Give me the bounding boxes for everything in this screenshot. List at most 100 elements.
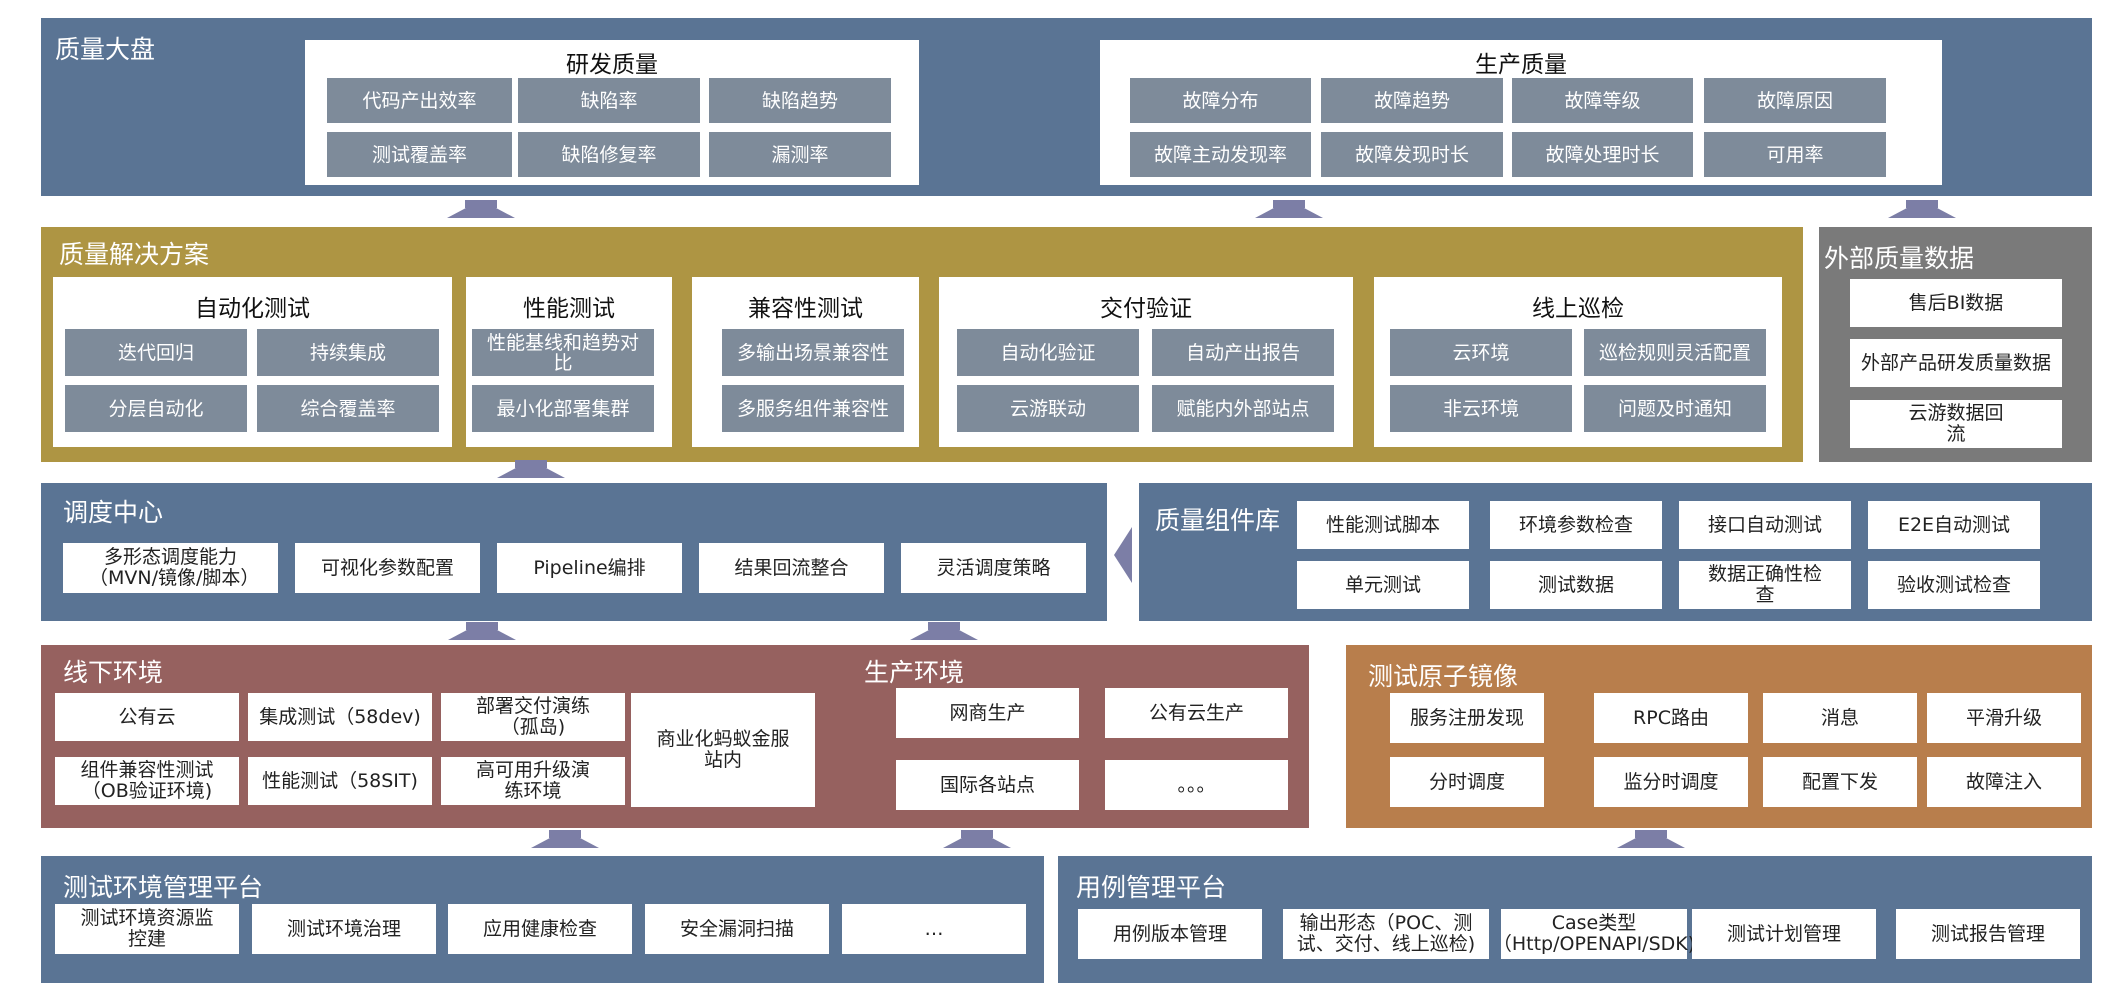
- auto-item-coverage: 综合覆盖率: [257, 385, 439, 432]
- test-env-management-panel: 测试环境管理平台 测试环境资源监控建 测试环境治理 应用健康检查 安全漏洞扫描 …: [41, 856, 1044, 983]
- quality-dashboard-panel: 质量大盘 研发质量 代码产出效率 缺陷率 缺陷趋势 测试覆盖率 缺陷修复率 漏测…: [41, 18, 2092, 196]
- prod-quality-title: 生产质量: [1475, 52, 1567, 78]
- prod-quality-box: 生产质量 故障分布 故障趋势 故障等级 故障原因 故障主动发现率 故障发现时长 …: [1100, 40, 1942, 185]
- arrow-up-icon: [448, 622, 516, 640]
- scheduler-center-title: 调度中心: [63, 498, 164, 527]
- component-item-data-correctness: 数据正确性检查: [1679, 561, 1851, 609]
- rd-item-miss-rate: 漏测率: [709, 132, 891, 177]
- arrow-up-icon: [1255, 200, 1323, 218]
- compatibility-test-title: 兼容性测试: [748, 296, 863, 322]
- quality-solutions-panel: 质量解决方案 自动化测试 迭代回归 持续集成 分层自动化 综合覆盖率 性能测试 …: [41, 227, 1803, 462]
- case-item-test-report: 测试报告管理: [1896, 909, 2080, 959]
- external-quality-data-title: 外部质量数据: [1824, 244, 1975, 273]
- atomic-item-smooth-upgrade: 平滑升级: [1927, 693, 2081, 743]
- case-management-panel: 用例管理平台 用例版本管理 输出形态（POC、测试、交付、线上巡检) Case类…: [1058, 856, 2092, 983]
- quality-dashboard-title: 质量大盘: [55, 35, 156, 64]
- rd-quality-box: 研发质量 代码产出效率 缺陷率 缺陷趋势 测试覆盖率 缺陷修复率 漏测率: [305, 40, 919, 185]
- arrow-up-icon: [943, 830, 1011, 848]
- scheduler-center-panel: 调度中心 多形态调度能力（MVN/镜像/脚本） 可视化参数配置 Pipeline…: [41, 483, 1107, 621]
- component-item-e2e-auto-test: E2E自动测试: [1868, 501, 2040, 549]
- test-env-management-title: 测试环境管理平台: [63, 873, 264, 902]
- case-management-title: 用例管理平台: [1076, 873, 1227, 902]
- compat-item-multi-service: 多服务组件兼容性: [722, 385, 904, 432]
- offline-item-ha-upgrade: 高可用升级演练环境: [441, 757, 625, 805]
- delivery-item-cloud-linkage: 云游联动: [957, 385, 1139, 432]
- perf-item-minimal-cluster: 最小化部署集群: [472, 385, 654, 432]
- compatibility-test-box: 兼容性测试 多输出场景兼容性 多服务组件兼容性: [692, 277, 919, 447]
- production-environment-title: 生产环境: [864, 658, 965, 687]
- online-inspection-title: 线上巡检: [1532, 296, 1624, 322]
- offline-environment-panel: 线下环境 公有云 集成测试（58dev) 部署交付演练（孤岛) 商业化蚂蚁金服站…: [41, 645, 874, 828]
- envmgmt-item-resource-monitor: 测试环境资源监控建: [55, 904, 239, 954]
- rd-item-defect-fix-rate: 缺陷修复率: [518, 132, 700, 177]
- prod-item-fault-trend: 故障趋势: [1321, 78, 1503, 123]
- prod-item-availability: 可用率: [1704, 132, 1886, 177]
- online-item-flexible-rules: 巡检规则灵活配置: [1584, 329, 1766, 376]
- component-item-test-data: 测试数据: [1490, 561, 1662, 609]
- arrow-up-icon: [1617, 830, 1685, 848]
- offline-item-deploy-rehearsal: 部署交付演练（孤岛): [441, 693, 625, 741]
- quality-component-library-title: 质量组件库: [1155, 506, 1281, 535]
- atomic-item-fault-injection: 故障注入: [1927, 757, 2081, 807]
- production-item-international: 国际各站点: [896, 760, 1079, 810]
- arrow-up-icon: [447, 200, 515, 218]
- prod-item-fault-level: 故障等级: [1512, 78, 1693, 123]
- rd-item-defect-trend: 缺陷趋势: [709, 78, 891, 123]
- scheduler-item-result-backflow: 结果回流整合: [699, 543, 884, 593]
- delivery-item-auto-report: 自动产出报告: [1152, 329, 1334, 376]
- online-item-non-cloud-env: 非云环境: [1390, 385, 1572, 432]
- rd-item-code-efficiency: 代码产出效率: [327, 78, 512, 123]
- test-atomic-image-title: 测试原子镜像: [1368, 662, 1519, 691]
- production-environment-panel: 生产环境 网商生产 公有云生产 国际各站点 。。。: [860, 645, 1309, 828]
- case-item-output-form: 输出形态（POC、测试、交付、线上巡检): [1283, 909, 1489, 959]
- arrow-up-icon: [1888, 200, 1956, 218]
- arrow-up-icon: [531, 830, 599, 848]
- rd-quality-title: 研发质量: [566, 52, 658, 78]
- component-item-acceptance-test: 验收测试检查: [1868, 561, 2040, 609]
- external-item-rd-quality: 外部产品研发质量数据: [1850, 339, 2062, 387]
- scheduler-item-visual-params: 可视化参数配置: [295, 543, 480, 593]
- prod-item-fault-cause: 故障原因: [1704, 78, 1886, 123]
- envmgmt-item-env-governance: 测试环境治理: [252, 904, 436, 954]
- atomic-item-service-discovery: 服务注册发现: [1390, 693, 1544, 743]
- online-item-cloud-env: 云环境: [1390, 329, 1572, 376]
- auto-item-iteration-regression: 迭代回归: [65, 329, 247, 376]
- production-item-mybank: 网商生产: [896, 688, 1079, 738]
- prod-item-handling-time: 故障处理时长: [1512, 132, 1693, 177]
- delivery-verification-title: 交付验证: [1100, 296, 1192, 322]
- envmgmt-item-vuln-scan: 安全漏洞扫描: [645, 904, 829, 954]
- automation-test-box: 自动化测试 迭代回归 持续集成 分层自动化 综合覆盖率: [53, 277, 452, 447]
- production-item-public-cloud: 公有云生产: [1105, 688, 1288, 738]
- external-item-cloud-data-backflow: 云游数据回流: [1850, 400, 2062, 448]
- delivery-verification-box: 交付验证 自动化验证 自动产出报告 云游联动 赋能内外部站点: [939, 277, 1353, 447]
- arrow-up-icon: [497, 460, 565, 478]
- envmgmt-item-more: …: [842, 904, 1026, 954]
- arrow-left-icon: [1114, 527, 1132, 583]
- quality-component-library-panel: 质量组件库 性能测试脚本 环境参数检查 接口自动测试 E2E自动测试 单元测试 …: [1139, 483, 2092, 621]
- arrow-up-icon: [910, 622, 978, 640]
- case-item-case-type: Case类型（Http/OPENAPI/SDK): [1493, 909, 1695, 959]
- component-item-env-param-check: 环境参数检查: [1490, 501, 1662, 549]
- perf-item-baseline-trend: 性能基线和趋势对比: [472, 329, 654, 376]
- rd-item-test-coverage: 测试覆盖率: [327, 132, 512, 177]
- scheduler-item-pipeline: Pipeline编排: [497, 543, 682, 593]
- envmgmt-item-health-check: 应用健康检查: [448, 904, 632, 954]
- prod-item-proactive-detection: 故障主动发现率: [1130, 132, 1311, 177]
- auto-item-layered-automation: 分层自动化: [65, 385, 247, 432]
- atomic-item-monitor-scheduling: 监分时调度: [1594, 757, 1748, 807]
- offline-item-public-cloud: 公有云: [55, 693, 239, 741]
- performance-test-title: 性能测试: [523, 296, 615, 322]
- atomic-item-rpc-routing: RPC路由: [1594, 693, 1748, 743]
- performance-test-box: 性能测试 性能基线和趋势对比 最小化部署集群: [466, 277, 672, 447]
- delivery-item-auto-verify: 自动化验证: [957, 329, 1139, 376]
- compat-item-multi-output: 多输出场景兼容性: [722, 329, 904, 376]
- online-inspection-box: 线上巡检 云环境 巡检规则灵活配置 非云环境 问题及时通知: [1374, 277, 1782, 447]
- online-item-timely-notice: 问题及时通知: [1584, 385, 1766, 432]
- test-atomic-image-panel: 测试原子镜像 服务注册发现 RPC路由 消息 平滑升级 分时调度 监分时调度 配…: [1346, 645, 2092, 828]
- prod-item-detection-time: 故障发现时长: [1321, 132, 1503, 177]
- external-item-after-sales-bi: 售后BI数据: [1850, 279, 2062, 327]
- scheduler-item-flexible-strategy: 灵活调度策略: [901, 543, 1086, 593]
- quality-solutions-title: 质量解决方案: [59, 240, 210, 269]
- offline-item-commercial-ant: 商业化蚂蚁金服站内: [631, 693, 815, 807]
- atomic-item-message: 消息: [1763, 693, 1917, 743]
